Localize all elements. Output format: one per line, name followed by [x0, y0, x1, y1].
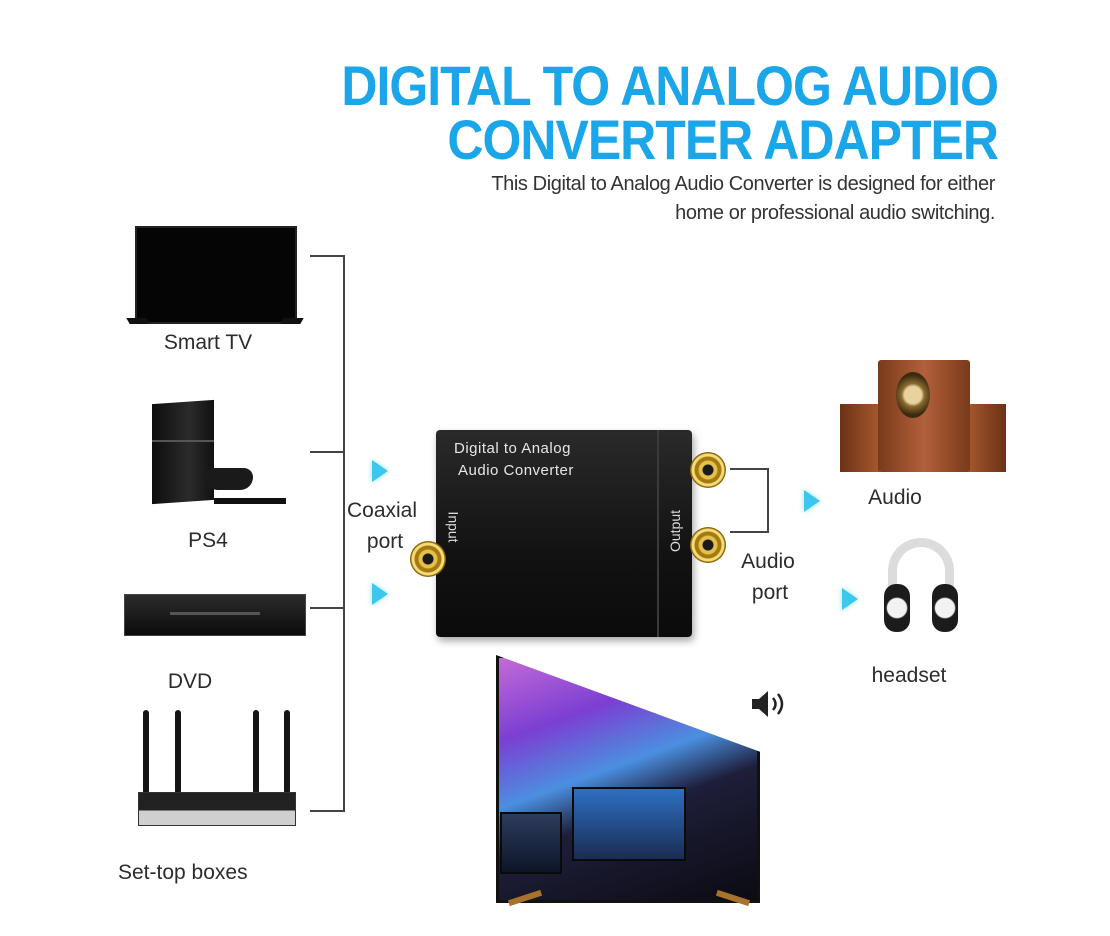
coaxial-port-label-line-1: Coaxial	[346, 499, 418, 522]
rca-output-jack-icon	[690, 527, 726, 563]
converter-text-line-1: Digital to Analog	[454, 440, 571, 457]
smart-tv-label: Smart TV	[163, 331, 253, 354]
headset-output-label: headset	[871, 664, 947, 687]
volume-icon	[752, 691, 784, 717]
converter-output-label: Output	[667, 509, 684, 553]
audio-port-label-line-1: Audio	[741, 550, 795, 573]
title-line-1: DIGITAL TO ANALOG AUDIO	[341, 54, 999, 118]
coaxial-port-label-line-2: port	[366, 530, 404, 553]
arrow-right-icon	[842, 588, 858, 610]
title-line-2: CONVERTER ADAPTER	[447, 108, 999, 172]
arrow-right-icon	[372, 583, 388, 605]
description-line-2: home or professional audio switching.	[675, 202, 995, 224]
dvd-label: DVD	[167, 670, 213, 693]
audio-port-label-line-2: port	[751, 581, 789, 604]
rca-output-jack-icon	[690, 452, 726, 488]
audio-output-label: Audio	[868, 486, 922, 509]
ps4-label: PS4	[188, 529, 228, 552]
converter-box	[436, 430, 692, 637]
converter-input-label: Input	[445, 511, 462, 543]
arrow-right-icon	[372, 460, 388, 482]
description-line-1: This Digital to Analog Audio Converter i…	[491, 173, 995, 195]
arrow-right-icon	[804, 490, 820, 512]
set-top-boxes-label: Set-top boxes	[118, 861, 248, 884]
converter-text-line-2: Audio Converter	[458, 462, 574, 479]
coaxial-input-jack-icon	[410, 541, 446, 577]
